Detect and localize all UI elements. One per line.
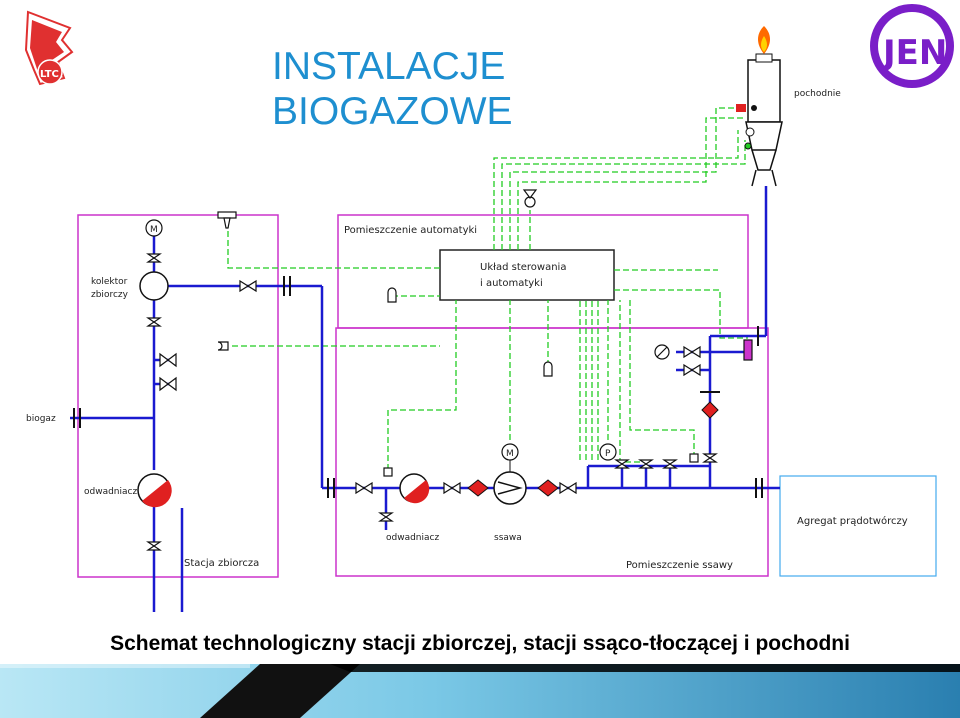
room-boxes <box>77 214 769 578</box>
ssawa-pump: M <box>493 443 527 505</box>
manometer-icon <box>145 219 163 237</box>
gas-pipes <box>70 186 780 612</box>
biogaz-label: biogaz <box>26 414 56 424</box>
uklad-label-1: Układ sterowania <box>480 262 566 273</box>
kolektor-vessel <box>139 271 169 301</box>
odwadniacz-left-label: odwadniacz <box>84 487 137 497</box>
odwadniacz-mid <box>399 473 430 504</box>
stacja-zbiorcza-box <box>77 214 279 578</box>
pomieszczenie-ssawy-box <box>335 327 769 577</box>
odwadniacz-left <box>137 473 172 508</box>
pressure-sensor-icon <box>599 443 617 461</box>
instruments <box>217 189 753 477</box>
flanges <box>73 276 763 498</box>
bottom-decor-bar <box>0 664 960 718</box>
manometer-label: M <box>150 225 158 235</box>
pomieszczenie-ssawy-label: Pomieszczenie ssawy <box>626 560 733 571</box>
control-box <box>439 249 615 301</box>
uklad-label-2: i automatyki <box>480 278 543 289</box>
title-line-1: INSTALACJE <box>272 45 506 88</box>
ssawa-label: ssawa <box>494 533 522 543</box>
valves <box>146 253 718 551</box>
jen-logo-text: JEN <box>881 33 947 73</box>
kolektor-label-2: zbiorczy <box>91 290 129 300</box>
torch <box>736 26 783 187</box>
title-line-2: BIOGAZOWE <box>272 90 513 133</box>
agregat-label: Agregat prądotwórczy <box>797 515 908 527</box>
pomieszczenie-automatyki-label: Pomieszczenie automatyki <box>344 225 477 236</box>
agregat-box <box>779 475 937 577</box>
kolektor-label-1: kolektor <box>91 277 128 287</box>
page-caption: Schemat technologiczny stacji zbiorczej,… <box>110 632 850 655</box>
ltc-logo-text: LTC <box>40 69 59 80</box>
control-lines <box>153 107 748 470</box>
odwadniacz-mid-label: odwadniacz <box>386 533 439 543</box>
stacja-label: Stacja zbiorcza <box>184 558 259 569</box>
page-title: INSTALACJE BIOGAZOWE <box>272 44 513 134</box>
ltc-logo: LTC <box>24 10 74 86</box>
pressure-label: P <box>605 449 611 459</box>
ssawa-motor-label: M <box>506 449 514 459</box>
flame-arresters <box>467 401 719 497</box>
jen-logo: JEN <box>870 4 954 88</box>
pochodnie-label: pochodnie <box>794 89 841 99</box>
